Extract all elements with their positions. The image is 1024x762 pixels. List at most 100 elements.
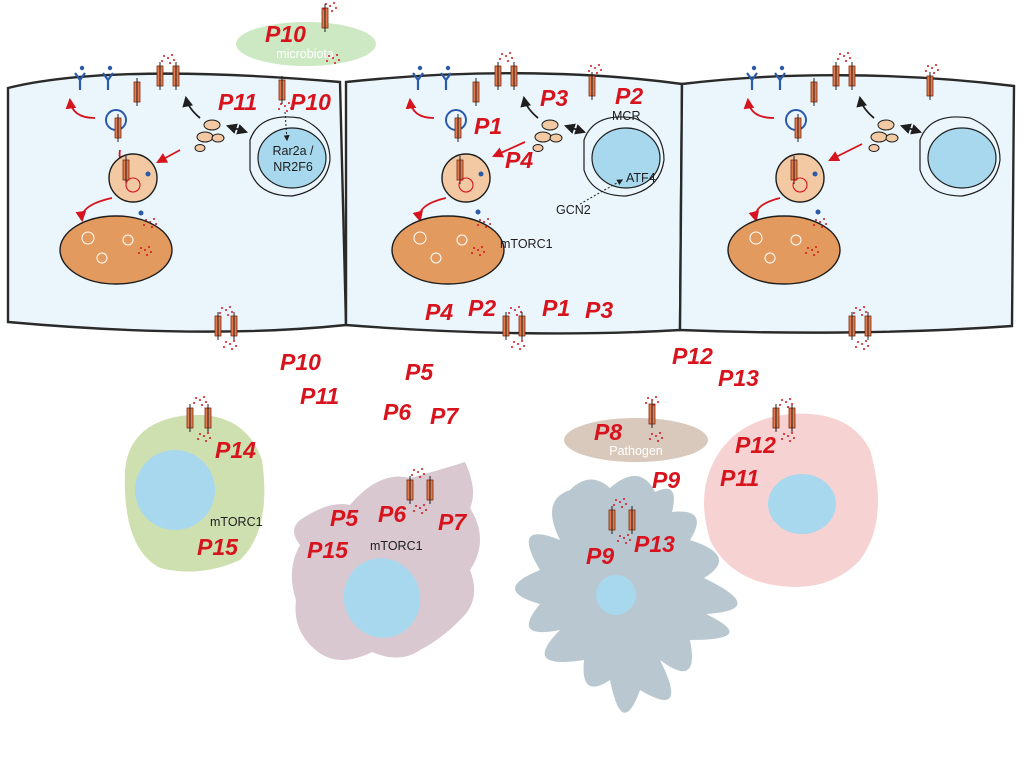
transporter-icon: [204, 403, 212, 433]
label-p12-interstitial: P12: [672, 343, 713, 369]
label-p3-basolateral: P3: [585, 297, 613, 323]
dendritic-cell: P9 P13: [515, 475, 738, 713]
label-p3-cell2: P3: [540, 85, 568, 111]
mtorc1-label-tcell: mTORC1: [210, 515, 263, 529]
transporter-icon: [510, 61, 518, 91]
transporter-icon: [588, 71, 596, 101]
dots-icon: [223, 340, 237, 350]
label-p2-cell2: P2: [615, 83, 643, 109]
transporter-icon: [230, 311, 238, 341]
lysosome: [59, 215, 173, 285]
transporter-icon: [406, 475, 414, 505]
transporter-icon: [772, 403, 780, 433]
nucleus: [343, 558, 421, 638]
label-p4-cell2: P4: [505, 147, 533, 173]
dots-icon: [855, 340, 869, 350]
transporter-icon: [172, 61, 180, 91]
label-p11-interstitial: P11: [300, 383, 339, 409]
mtorc1-label-macrophage: mTORC1: [370, 539, 423, 553]
transporter-icon: [608, 505, 616, 535]
transporter-icon: [502, 311, 510, 341]
transporter-icon: [472, 77, 480, 107]
label-p8: P8: [594, 419, 622, 445]
epithelial-cell-1: Rar2a / NR2F6 P11 P10: [6, 54, 348, 350]
label-p6-interstitial: P6: [383, 399, 411, 425]
dots-icon: [779, 398, 793, 408]
label-p11-cell1: P11: [218, 89, 257, 115]
epithelial-cell-3: [678, 52, 1016, 350]
transporter-icon: [278, 75, 286, 105]
transporter-icon: [794, 113, 802, 143]
transporter-icon: [214, 311, 222, 341]
transporter-icon: [628, 505, 636, 535]
label-p1-cell2: P1: [474, 113, 502, 139]
label-p1-basolateral: P1: [542, 295, 570, 321]
gcn2-label: GCN2: [556, 203, 591, 217]
microbiota-label: microbiota: [276, 47, 334, 61]
transporter-icon: [454, 113, 462, 143]
atf4-label: ATF4: [626, 171, 656, 185]
label-p7-macrophage: P7: [438, 509, 467, 535]
pathogen-oval: [564, 418, 708, 462]
dots-icon: [161, 54, 175, 64]
transporter-icon: [848, 61, 856, 91]
dots-icon: [588, 64, 602, 74]
nucleus: [591, 127, 661, 189]
label-p15-macrophage: P15: [307, 537, 349, 563]
nucleus-label-rar2a: Rar2a /: [273, 144, 315, 158]
lysosome: [391, 215, 505, 285]
label-p10-cell1: P10: [290, 89, 331, 115]
transporter-icon: [926, 71, 934, 101]
label-p14: P14: [215, 437, 256, 463]
label-p6-macrophage: P6: [378, 501, 406, 527]
label-p13-interstitial: P13: [718, 365, 759, 391]
dots-icon: [193, 396, 207, 406]
dots-icon: [511, 340, 525, 350]
transporter-icon: [832, 61, 840, 91]
dots-icon: [837, 52, 851, 62]
pathogen-label: Pathogen: [609, 444, 663, 458]
nucleus: [768, 474, 836, 534]
transporter-icon: [186, 403, 194, 433]
plasma-cell: P12 P11: [704, 398, 878, 587]
label-p9-dendritic: P9: [586, 543, 614, 569]
lysosome: [727, 215, 841, 285]
macrophage: P5 P6 P7 mTORC1 P15: [291, 462, 480, 660]
nucleus-label-nr2f6: NR2F6: [273, 160, 313, 174]
label-p10-interstitial: P10: [280, 349, 321, 375]
t-cell: P14 mTORC1 P15: [124, 396, 265, 572]
nucleus: [596, 575, 636, 615]
epithelial-cell-2: mTORC1 ATF4 MCR GCN2 P3 P2 P1 P4: [344, 52, 684, 350]
label-p13-dendritic: P13: [634, 531, 675, 557]
mtorc1-label-cell2: mTORC1: [500, 237, 553, 251]
transporter-icon: [810, 77, 818, 107]
transporter-icon: [848, 311, 856, 341]
label-p5-macrophage: P5: [330, 505, 359, 531]
transporter-icon: [156, 61, 164, 91]
label-p15-tcell: P15: [197, 534, 239, 560]
label-p5-interstitial: P5: [405, 359, 434, 385]
label-p9-interstitial: P9: [652, 467, 680, 493]
transporter-icon: [133, 77, 141, 107]
dots-icon: [925, 64, 939, 74]
label-p12-plasma: P12: [735, 432, 776, 458]
label-p7-interstitial: P7: [430, 403, 459, 429]
label-p11-plasma: P11: [720, 465, 759, 491]
microbiota-oval: [236, 22, 376, 66]
transporter-icon: [518, 311, 526, 341]
transporter-icon: [426, 475, 434, 505]
transporter-icon: [114, 113, 122, 143]
label-p10-top: P10: [265, 21, 306, 47]
label-p2-basolateral: P2: [468, 295, 496, 321]
transporter-icon: [321, 3, 329, 33]
transporter-icon: [788, 403, 796, 433]
nucleus: [927, 127, 997, 189]
mcr-label: MCR: [612, 109, 640, 123]
nucleus: [135, 450, 215, 530]
transporter-icon: [864, 311, 872, 341]
label-p4-basolateral: P4: [425, 299, 453, 325]
transporter-icon: [494, 61, 502, 91]
dots-icon: [499, 52, 513, 62]
nucleus: [257, 127, 327, 189]
